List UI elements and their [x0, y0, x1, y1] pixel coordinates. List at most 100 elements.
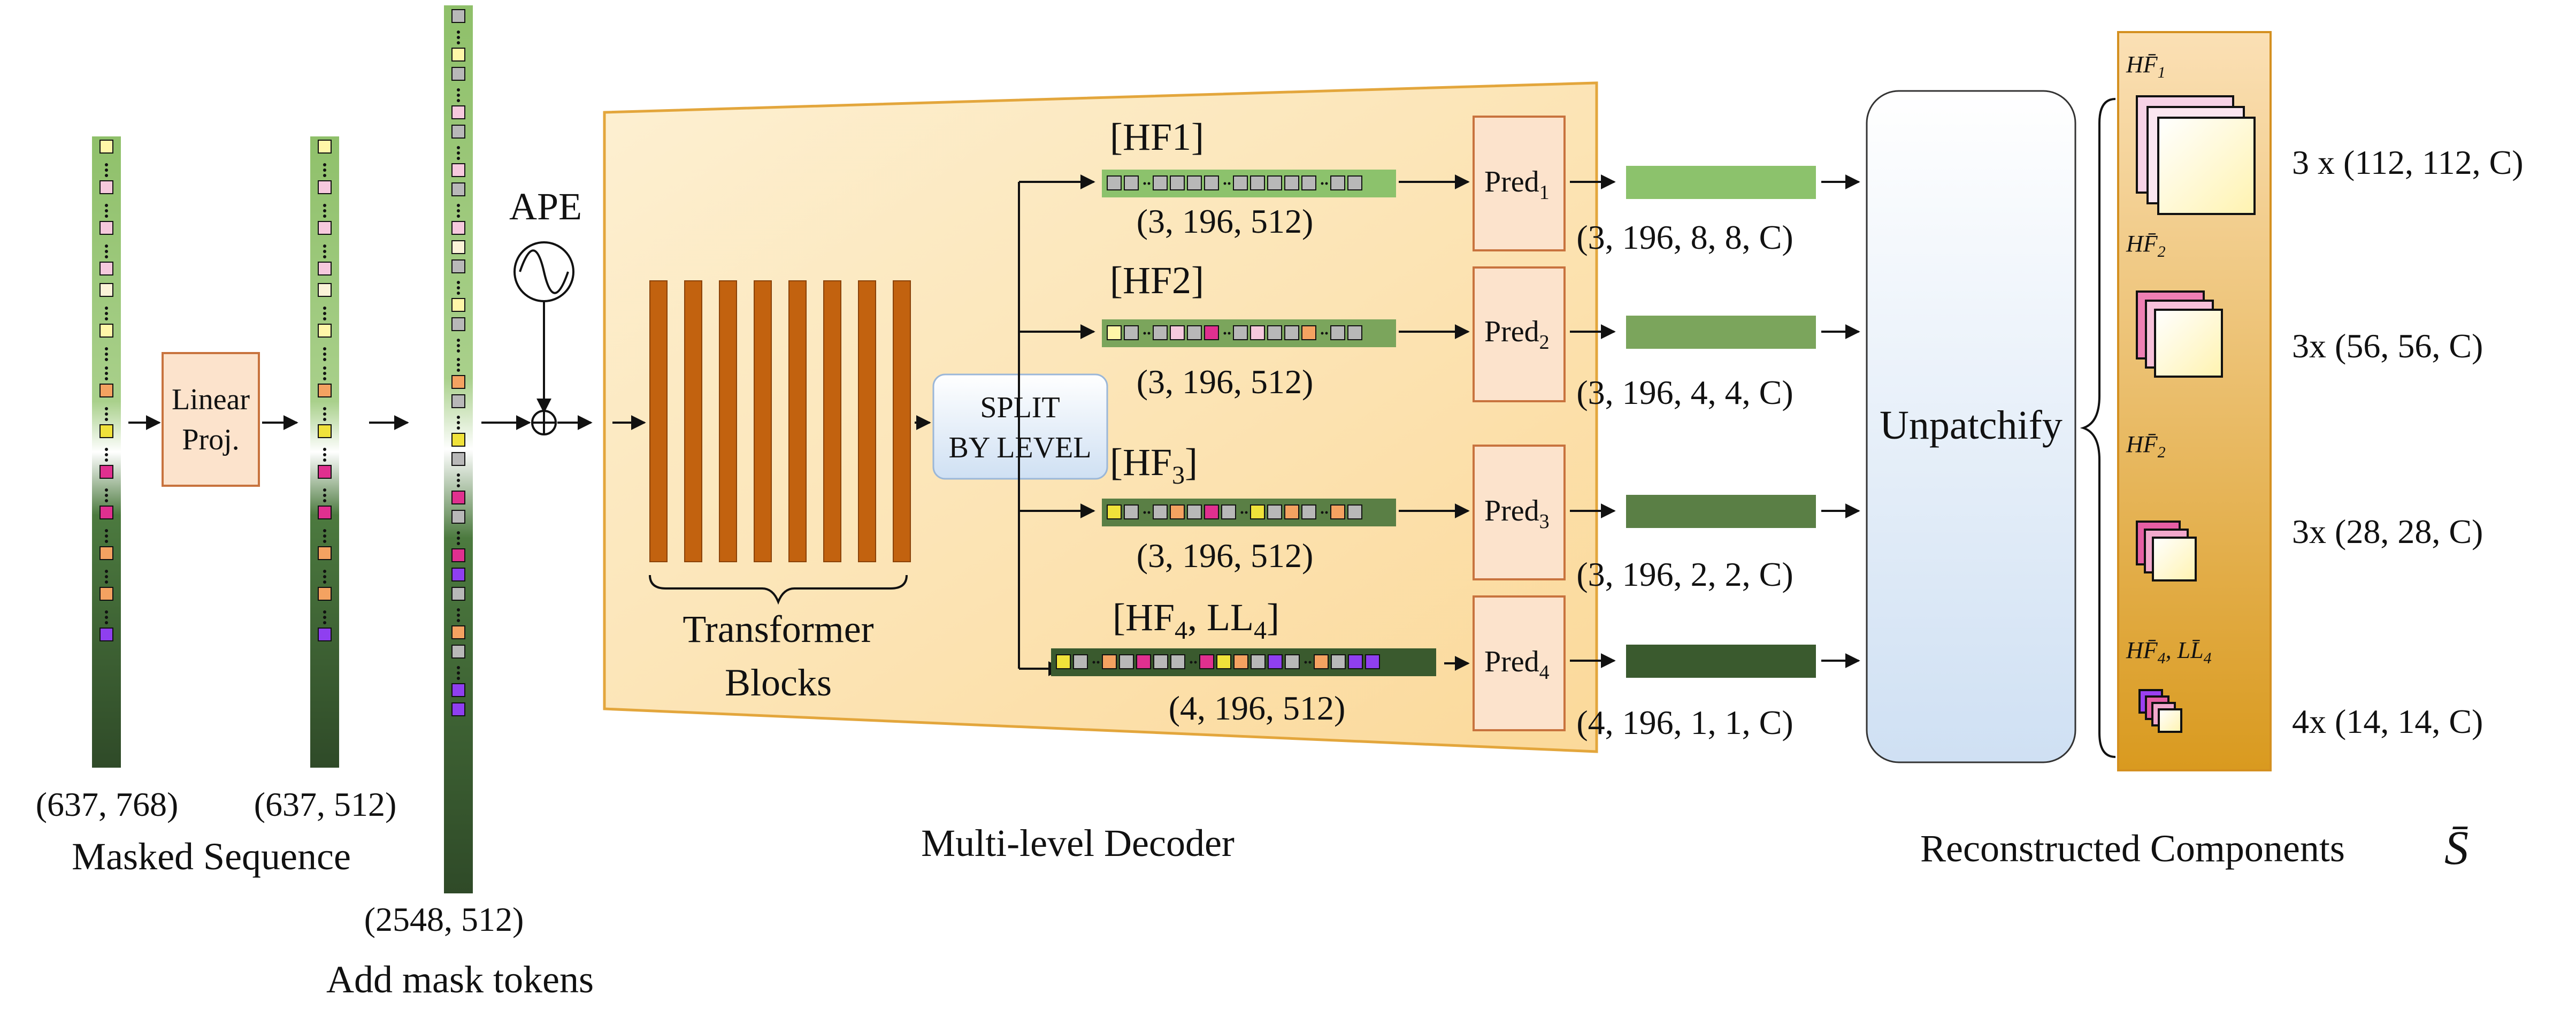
transformer-block [823, 280, 841, 562]
ellipsis-dot [1097, 661, 1100, 664]
ellipsis-dot [1190, 661, 1193, 664]
branch-3-token-shape: (3, 196, 512) [1137, 537, 1314, 575]
ellipsis-dot [457, 339, 460, 342]
row-token [1187, 175, 1202, 190]
row-token [1204, 504, 1219, 519]
ellipsis-dot [323, 366, 326, 370]
row-token [1331, 654, 1346, 669]
ellipsis-dot [1143, 332, 1146, 335]
projected-sequence-column [310, 136, 339, 768]
row-token [1330, 325, 1345, 340]
branch-4: [HF4, LL4] (4, 196, 512) Pred4 (4, 196, … [1019, 595, 1860, 741]
sequence-token [451, 48, 465, 62]
ellipsis-dot [457, 369, 460, 372]
ellipsis-dot [457, 41, 460, 44]
token-row-bar [1102, 170, 1396, 197]
ellipsis-dot [105, 534, 108, 538]
row-token [1124, 325, 1139, 340]
row-token [1233, 325, 1248, 340]
sequence-token [99, 384, 113, 397]
row-token [1301, 504, 1316, 519]
ellipsis-dot [105, 244, 108, 248]
ellipsis-dot [105, 570, 108, 573]
output-bar-3 [1626, 495, 1816, 528]
sequence-token [451, 240, 465, 254]
row-token [1187, 504, 1202, 519]
ellipsis-dot [323, 255, 326, 258]
ellipsis-dot [323, 163, 326, 166]
linear-proj-line2: Proj. [182, 423, 239, 456]
component-1-stack-icon [2136, 95, 2256, 215]
unpatchify-box: Unpatchify [1866, 90, 2076, 763]
output-shape-2: (3, 196, 4, 4, C) [1576, 373, 1793, 411]
sequence-token [451, 702, 465, 716]
row-token [1301, 175, 1316, 190]
ellipsis-dot [1194, 661, 1197, 664]
ellipsis-dot [105, 353, 108, 356]
ellipsis-dot [105, 250, 108, 253]
branch-4-token-shape: (4, 196, 512) [1169, 689, 1346, 727]
ellipsis-dot [457, 421, 460, 424]
masked-sequence-bar [92, 136, 121, 768]
branch-2-token-row [1102, 319, 1396, 347]
sequence-token [451, 163, 465, 177]
sequence-token [318, 628, 332, 641]
sequence-token [99, 221, 113, 235]
component-2-stack-icon [2136, 290, 2223, 378]
sequence-token [451, 259, 465, 273]
ellipsis-dot [457, 88, 460, 91]
sequence-token [99, 324, 113, 338]
ellipsis-dot [105, 418, 108, 421]
row-token [1204, 175, 1219, 190]
sequence-token [318, 587, 332, 601]
ellipsis-dot [457, 619, 460, 622]
ellipsis-dot [457, 479, 460, 482]
ellipsis-dot [105, 215, 108, 218]
ellipsis-dot [323, 418, 326, 421]
row-token [1330, 175, 1345, 190]
component-3-count: 3x (28, 28, C) [2292, 512, 2483, 550]
ellipsis-dot [1321, 511, 1324, 514]
sequence-token [451, 67, 465, 81]
pred-2-box [1473, 266, 1566, 402]
ape-label: APE [509, 185, 582, 228]
ellipsis-dot [457, 215, 460, 218]
row-token [1170, 325, 1185, 340]
ellipsis-dot [105, 372, 108, 375]
sequence-token [99, 506, 113, 519]
ellipsis-dot [105, 448, 108, 451]
ellipsis-dot [1228, 332, 1231, 335]
component-4-count: 4x (14, 14, C) [2292, 702, 2483, 740]
branch-2-token-shape: (3, 196, 512) [1137, 363, 1314, 401]
token-row-bar [1102, 499, 1396, 526]
masked-sequence-label: Masked Sequence [72, 835, 351, 878]
mask-tokens-shape: (2548, 512) [364, 900, 524, 938]
ellipsis-dot [457, 677, 460, 680]
ellipsis-dot [457, 473, 460, 477]
ellipsis-dot [457, 484, 460, 487]
ellipsis-dot [105, 163, 108, 166]
ellipsis-dot [1223, 182, 1226, 185]
row-token [1301, 325, 1316, 340]
ellipsis-dot [323, 215, 326, 218]
row-token [1285, 654, 1300, 669]
ellipsis-dot [105, 358, 108, 361]
ellipsis-dot [457, 146, 460, 149]
ellipsis-dot [1223, 332, 1226, 335]
components-symbol: S̄ [2444, 822, 2468, 875]
ape-sine-icon [513, 241, 574, 302]
output-bar-2 [1626, 316, 1816, 349]
ellipsis-dot [105, 366, 108, 370]
decoder-label: Multi-level Decoder [921, 822, 1235, 864]
transformer-brace [649, 575, 908, 605]
sequence-token [451, 375, 465, 389]
component-3-stack-icon [2136, 521, 2197, 581]
ellipsis-dot [105, 616, 108, 619]
row-token [1187, 325, 1202, 340]
row-token [1107, 325, 1122, 340]
projected-sequence-tokens [318, 140, 332, 641]
transformer-block [649, 280, 668, 562]
component-1-count: 3 x (112, 112, C) [2292, 143, 2524, 181]
row-token [1107, 504, 1122, 519]
linear-proj-box: Linear Proj. [162, 352, 260, 487]
